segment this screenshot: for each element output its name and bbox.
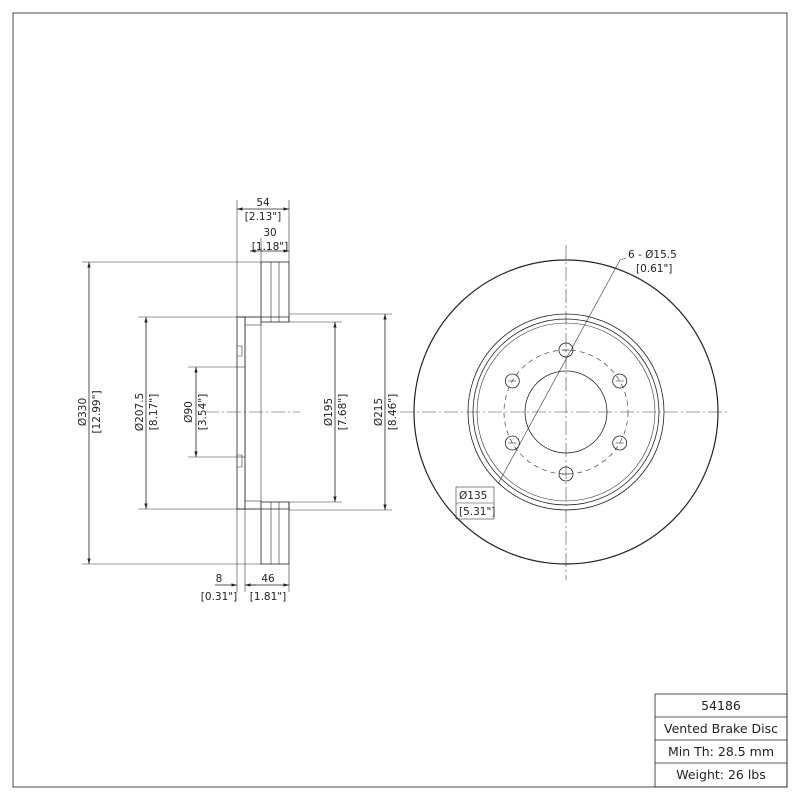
drawing-border [12,12,788,788]
bolt-hole [612,373,628,389]
side-section-view: 54 [2.13"] 30 [1.18"] Ø330 [12.99"] Ø207… [77,197,399,603]
weight: Weight: 26 lbs [676,767,766,782]
bolt-hole [504,373,520,389]
min-thickness: Min Th: 28.5 mm [668,744,774,759]
dim-hat-diameter-in: [8.17"] [148,394,160,430]
bolt-holes [504,342,628,482]
hat-inner-ring [476,322,656,502]
disc-outer-edge [413,259,719,565]
dim-bolt-circle-in: [5.31"] [459,506,495,518]
dim-friction-width: 30 [263,227,276,239]
dim-hat-height-in: [1.81"] [250,591,286,603]
dim-inner-diameter: Ø195 [323,398,335,426]
dim-hat-thickness: 8 [216,573,223,585]
title-block: 54186 Vented Brake Disc Min Th: 28.5 mm … [654,693,788,788]
bolt-hole [612,435,628,451]
bolt-hole [558,466,574,482]
upper-friction-ring [260,261,290,323]
front-view: 6 - Ø15.5 [0.61"] Ø135 [5.31"] [400,245,730,580]
friction-inner-ring [467,313,665,511]
bolt-hole [504,435,520,451]
dim-hat-height: 46 [261,573,275,585]
dim-outer-diameter: Ø330 [77,398,89,426]
dim-outer-diameter-in: [12.99"] [91,390,103,433]
dim-overall-width: 54 [256,197,270,209]
lower-friction-ring [260,501,290,565]
dim-overall-width-in: [2.13"] [245,211,281,223]
dim-center-bore: Ø90 [183,401,195,423]
center-bore [524,370,608,454]
dim-bolt-holes: 6 - Ø15.5 [628,249,677,261]
dim-hat-diameter: Ø207.5 [134,393,146,431]
hat-outer-ring [472,318,660,506]
bolt-hole [558,342,574,358]
dim-inner-diameter-in: [7.68"] [337,394,349,430]
dim-hat-thickness-in: [0.31"] [201,591,237,603]
dim-friction-width-in: [1.18"] [252,241,288,253]
dim-center-bore-in: [3.54"] [197,394,209,430]
dim-bolt-holes-in: [0.61"] [636,263,672,275]
dim-friction-inner-diameter: Ø215 [373,398,385,426]
dim-bolt-circle: Ø135 [459,490,487,502]
dim-friction-inner-diameter-in: [8.46"] [387,394,399,430]
part-number: 54186 [701,698,741,713]
part-description: Vented Brake Disc [664,721,778,736]
